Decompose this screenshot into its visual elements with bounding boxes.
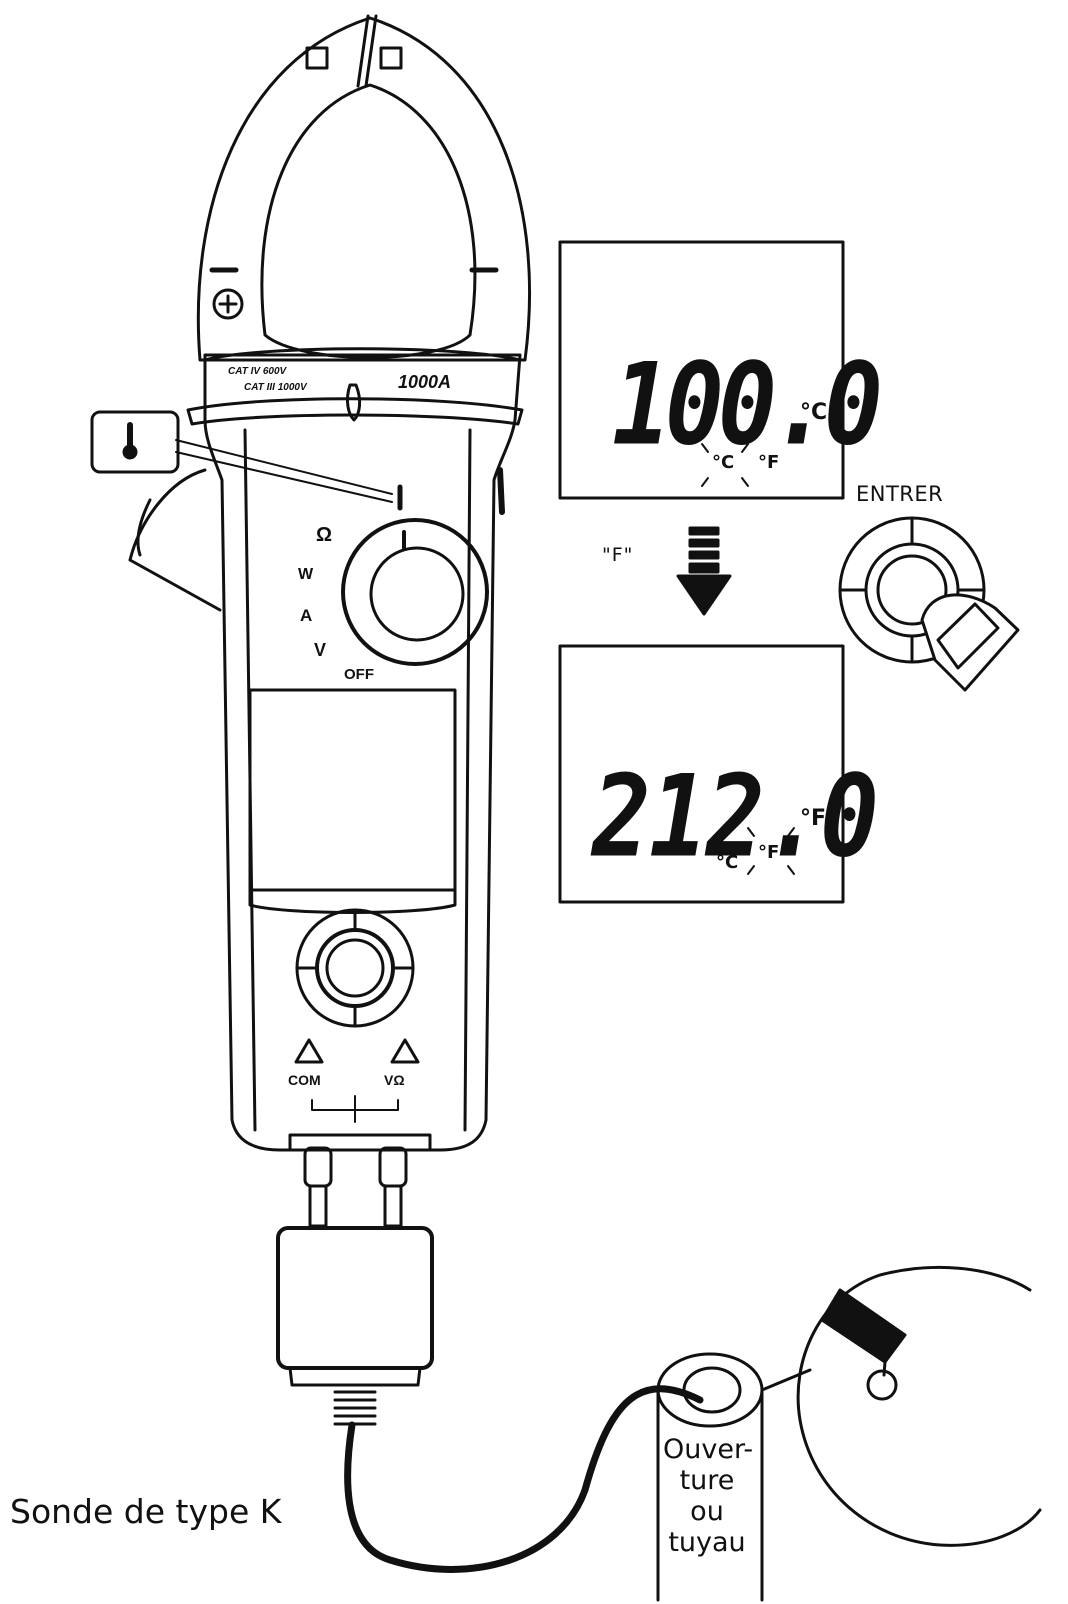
lcd-reading-fahrenheit: 212.0 xyxy=(592,752,879,884)
lcd-indicator-c-top: °C xyxy=(712,452,735,473)
pipe-label-line: ou xyxy=(690,1496,724,1527)
lcd-reading-celsius: 100.0 xyxy=(612,340,883,472)
dial-ohm: Ω xyxy=(316,524,333,546)
pipe-label: Ouver- ture ou tuyau xyxy=(663,1434,754,1558)
clamp-jaw xyxy=(196,14,532,362)
meter-body xyxy=(128,347,524,1152)
warning-icon xyxy=(390,1038,420,1064)
dial-volt: V xyxy=(314,640,327,660)
push-button-icon xyxy=(838,516,1020,692)
meter-screen xyxy=(248,688,457,892)
unit-select-label: "F" xyxy=(602,544,634,566)
lcd-unit-celsius: °C xyxy=(800,400,828,425)
dial-amp: A xyxy=(300,606,313,625)
pipe-opening xyxy=(656,1352,812,1602)
lcd-panel-fahrenheit xyxy=(558,644,845,904)
thermometer-icon xyxy=(90,410,403,511)
terminal-v-ohm: VΩ xyxy=(384,1072,405,1088)
blink-marks xyxy=(701,443,795,875)
dial-watt: W xyxy=(298,566,314,583)
rotary-dial xyxy=(341,518,489,666)
warning-icon xyxy=(294,1038,324,1064)
lcd-indicator-f-bottom: °F xyxy=(758,842,780,863)
pipe-label-line: tuyau xyxy=(668,1527,746,1558)
terminal-com: COM xyxy=(288,1072,321,1088)
probe-label: Sonde de type K xyxy=(10,1492,282,1531)
probe-plugs xyxy=(276,1133,434,1426)
pipe-label-line: ture xyxy=(679,1465,735,1496)
probe-tip-detail xyxy=(796,1265,1042,1547)
cat-rating-1: CAT IV 600V xyxy=(228,366,287,377)
lcd-panel-celsius xyxy=(558,240,845,500)
lcd-indicator-c-bottom: °C xyxy=(716,852,739,873)
lcd-indicator-f-top: °F xyxy=(758,452,780,473)
lcd-unit-fahrenheit: °F xyxy=(800,806,827,831)
meter-enter-button xyxy=(295,908,415,1028)
dial-off: OFF xyxy=(344,666,374,683)
cat-rating-2: CAT III 1000V xyxy=(244,382,307,393)
current-rating: 1000A xyxy=(398,372,452,392)
pipe-label-line: Ouver- xyxy=(663,1434,754,1465)
arrow-down-icon xyxy=(676,526,732,616)
probe-cable xyxy=(344,1385,704,1573)
entrer-label: ENTRER xyxy=(856,482,944,506)
